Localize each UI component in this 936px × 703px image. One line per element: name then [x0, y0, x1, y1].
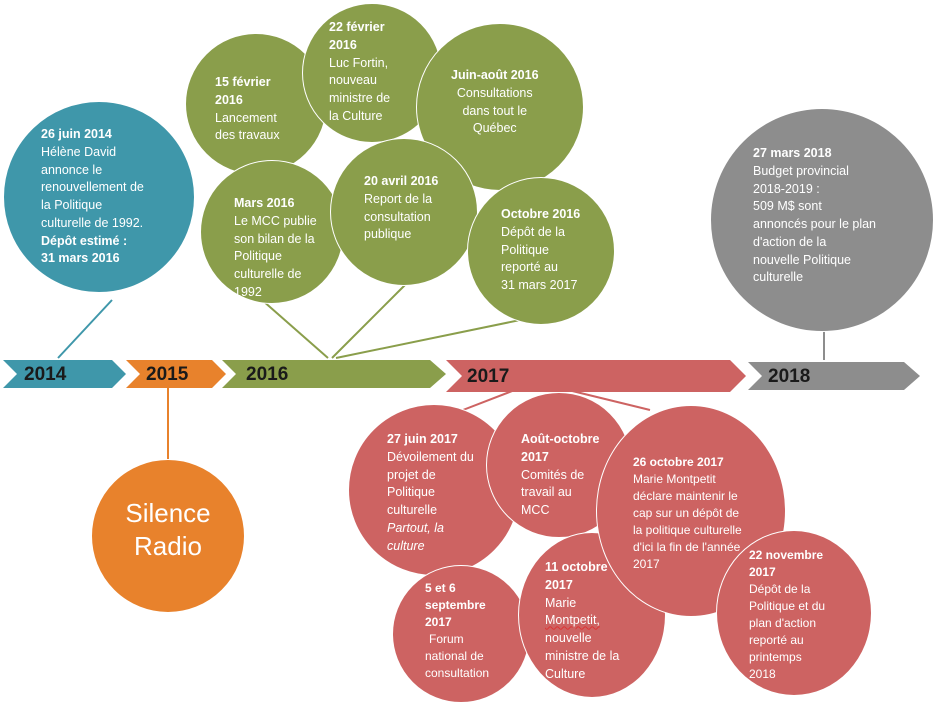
connector-2016-c: [335, 317, 531, 359]
event-2016-04-20: 20 avril 2016 Report de la consultation …: [330, 138, 478, 286]
year-label-2016: 2016: [246, 364, 289, 385]
silence-radio-bubble: Silence Radio: [91, 459, 245, 613]
connector-2016-a: [261, 299, 329, 359]
arrow-2016: [222, 360, 446, 388]
connector-2014: [57, 299, 113, 359]
year-label-2018: 2018: [768, 366, 811, 387]
arrow-2014: [3, 360, 126, 388]
event-date: 26 juin 2014: [41, 127, 112, 141]
connector-2016-b: [331, 279, 411, 359]
event-2016-10: Octobre 2016 Dépôt de la Politique repor…: [467, 177, 615, 325]
year-label-2014: 2014: [24, 364, 67, 385]
event-2018-03-27: 27 mars 2018 Budget provincial 2018-2019…: [710, 108, 934, 332]
event-2016-06-08: Juin-août 2016 Consultations dans tout l…: [416, 23, 584, 191]
silence-line-2: Radio: [134, 530, 202, 561]
arrow-2015: [126, 360, 226, 388]
year-label-2015: 2015: [146, 364, 189, 385]
event-2014-06-26: 26 juin 2014 Hélène David annonce le ren…: [3, 101, 195, 293]
event-2016-02-15: 15 février 2016 Lancement des travaux: [185, 33, 327, 175]
event-2017-11-22: 22 novembre 2017 Dépôt de la Politique e…: [716, 530, 872, 696]
arrow-2018: [748, 362, 920, 390]
silence-line-1: Silence: [125, 498, 211, 528]
event-2016-03: Mars 2016 Le MCC publie son bilan de la …: [200, 160, 344, 304]
year-label-2017: 2017: [467, 366, 510, 387]
event-2017-09-05: 5 et 6 septembre 2017 Forum national de …: [392, 565, 530, 703]
arrow-2017: [446, 360, 746, 392]
event-2017-06-27: 27 juin 2017 Dévoilement du projet de Po…: [348, 404, 520, 576]
